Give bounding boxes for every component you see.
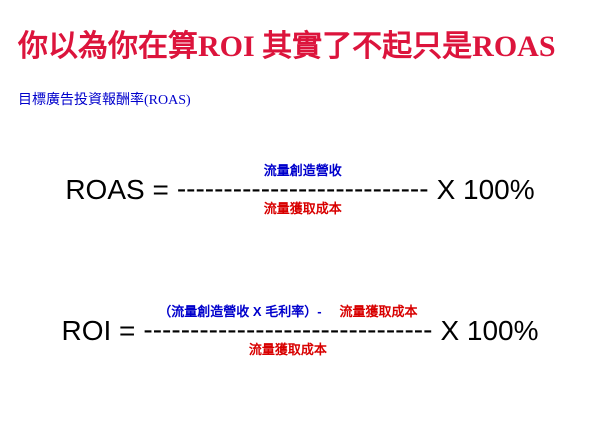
roas-denominator: 流量獲取成本 [263, 200, 342, 216]
roas-formula: ROAS = 流量創造營收 --------------------------… [18, 163, 582, 216]
roas-formula-lhs: ROAS = [65, 173, 169, 205]
roi-numerator: （流量創造營收 X 毛利率）- 流量獲取成本 [158, 304, 417, 320]
roi-fraction-bar: ------------------------------- [143, 313, 433, 345]
roi-numerator-revenue-margin: （流量創造營收 X 毛利率）- [158, 304, 322, 320]
page-title: 你以為你在算ROI 其實了不起只是ROAS [18, 30, 556, 63]
roi-formula-rhs: X 100% [440, 314, 539, 346]
roas-formula-rhs: X 100% [436, 173, 535, 205]
roas-fraction: 流量創造營收 --------------------------- 流量獲取成… [177, 163, 429, 216]
slide: 你以為你在算ROI 其實了不起只是ROAS 目標廣告投資報酬率(ROAS) RO… [18, 30, 582, 357]
roi-numerator-cost: 流量獲取成本 [339, 304, 418, 320]
roi-formula-lhs: ROI = [61, 314, 136, 346]
roi-fraction: （流量創造營收 X 毛利率）- 流量獲取成本 ------------------… [143, 304, 432, 357]
roas-fraction-bar: --------------------------- [176, 172, 429, 204]
roi-formula: ROI = （流量創造營收 X 毛利率）- 流量獲取成本 ------------… [18, 304, 582, 357]
roi-denominator: 流量獲取成本 [248, 341, 327, 357]
roas-numerator: 流量創造營收 [263, 163, 342, 178]
subtitle-roas-definition: 目標廣告投資報酬率(ROAS) [18, 93, 191, 108]
